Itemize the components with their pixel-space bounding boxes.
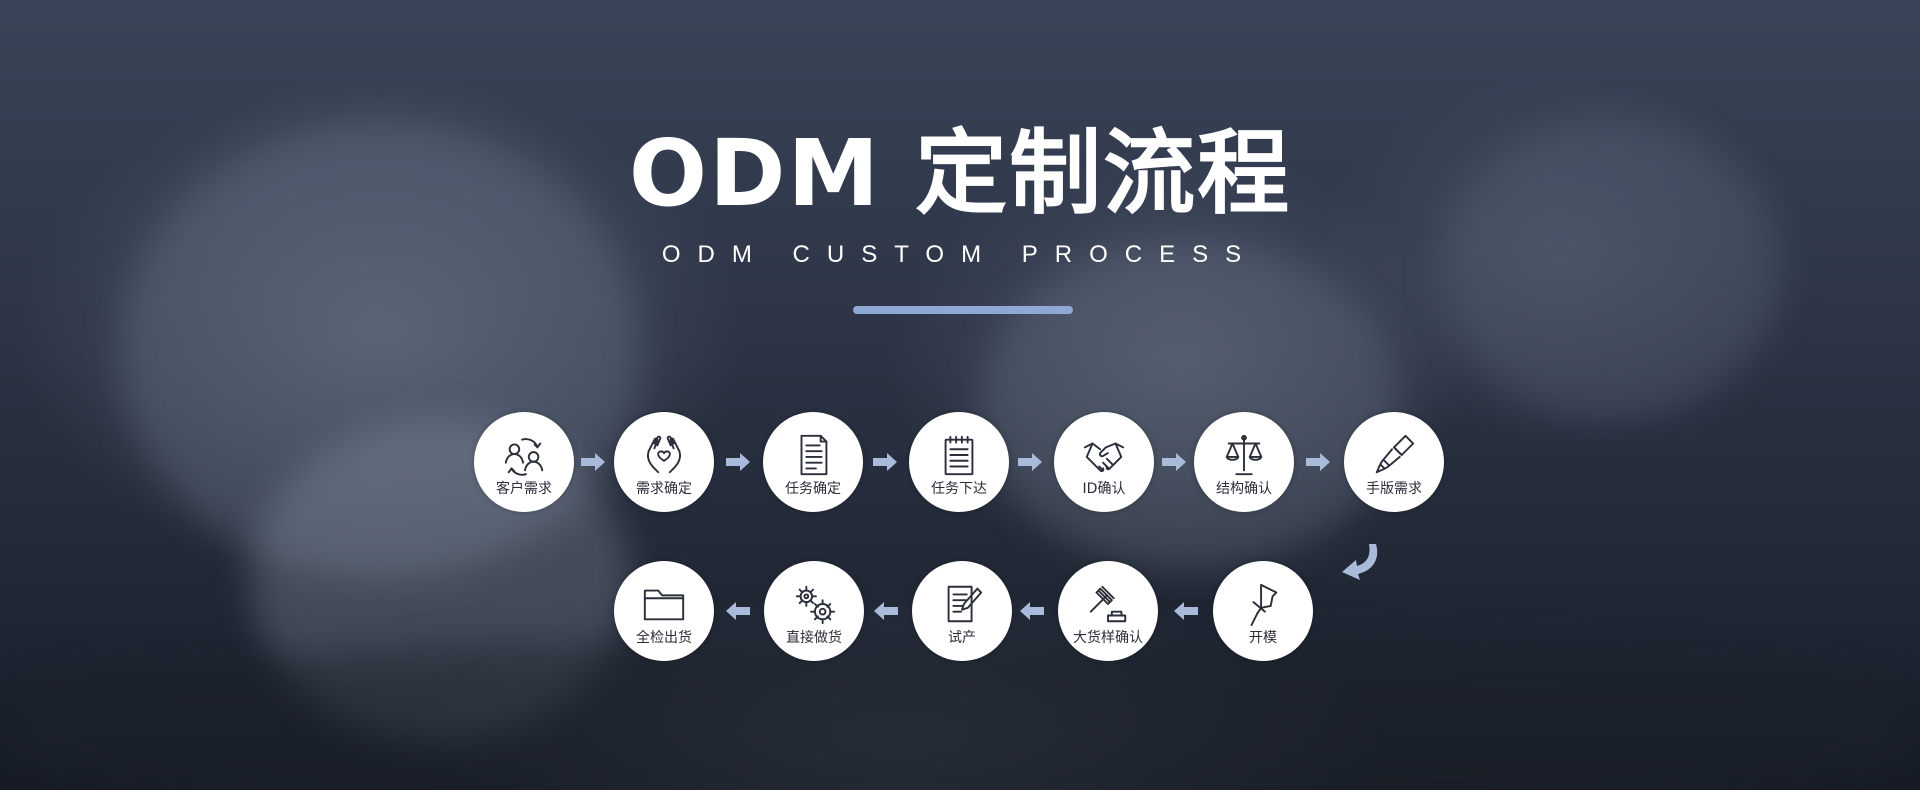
hands-heart-icon (641, 426, 687, 478)
background-shape (980, 240, 1400, 570)
page-subtitle: ODM CUSTOM PROCESS (661, 241, 1259, 268)
edit-document-icon (939, 575, 985, 627)
document-icon (790, 426, 836, 478)
step-trial-production: 试产 (912, 561, 1012, 661)
step-label: 结构确认 (1216, 481, 1272, 498)
background-shape (1440, 120, 1780, 420)
step-label: 手版需求 (1366, 481, 1422, 498)
step-label: 客户需求 (496, 481, 552, 498)
gears-icon (791, 575, 837, 627)
step-customer-demand: 客户需求 (474, 412, 574, 512)
arrow-right-icon (581, 453, 605, 471)
notepad-icon (936, 426, 982, 478)
arrow-left-icon (1020, 602, 1044, 620)
step-id-confirm: ID确认 (1054, 412, 1154, 512)
step-task-assign: 任务下达 (909, 412, 1009, 512)
background-shape (0, 640, 1920, 790)
step-label: 全检出货 (636, 630, 692, 647)
step-label: 直接做货 (786, 630, 842, 647)
step-direct-production: 直接做货 (764, 561, 864, 661)
background-shape (120, 120, 640, 580)
step-label: 需求确定 (636, 481, 692, 498)
curved-arrow-icon (1342, 544, 1378, 580)
step-structure-confirm: 结构确认 (1194, 412, 1294, 512)
step-label: 开模 (1249, 630, 1277, 647)
gavel-icon (1085, 575, 1131, 627)
step-full-inspection-ship: 全检出货 (614, 561, 714, 661)
folder-icon (641, 575, 687, 627)
step-bulk-sample-confirm: 大货样确认 (1058, 561, 1158, 661)
step-open-mold: 开模 (1213, 561, 1313, 661)
pushpin-icon (1240, 575, 1286, 627)
arrow-right-icon (1018, 453, 1042, 471)
title-underline (853, 306, 1073, 314)
step-label: 大货样确认 (1073, 630, 1143, 647)
step-label: 试产 (948, 630, 976, 647)
scale-icon (1221, 426, 1267, 478)
step-demand-confirm: 需求确定 (614, 412, 714, 512)
brush-icon (1371, 426, 1417, 478)
handshake-icon (1081, 426, 1127, 478)
arrow-left-icon (1174, 602, 1198, 620)
arrow-right-icon (873, 453, 897, 471)
arrow-right-icon (1162, 453, 1186, 471)
step-label: 任务确定 (785, 481, 841, 498)
step-label: 任务下达 (931, 481, 987, 498)
page-title: ODM 定制流程 (628, 120, 1292, 227)
step-prototype-demand: 手版需求 (1344, 412, 1444, 512)
customer-exchange-icon (501, 426, 547, 478)
arrow-left-icon (726, 602, 750, 620)
arrow-right-icon (1306, 453, 1330, 471)
arrow-left-icon (874, 602, 898, 620)
step-task-confirm: 任务确定 (763, 412, 863, 512)
step-label: ID确认 (1082, 481, 1126, 498)
arrow-right-icon (726, 453, 750, 471)
